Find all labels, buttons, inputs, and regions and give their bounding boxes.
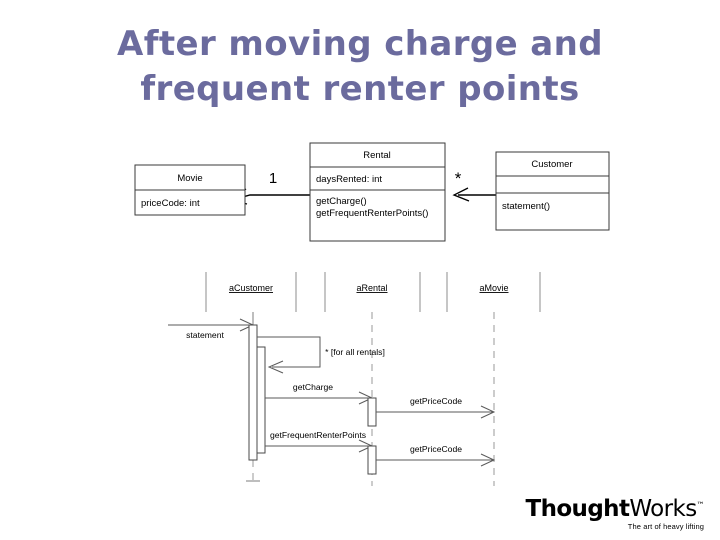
class-box-customer: Customer statement() [495, 151, 610, 231]
class-op-rental-0: getCharge() [316, 196, 367, 207]
thoughtworks-logo: ThoughtWorks™ The art of heavy lifting [525, 495, 705, 531]
message-label-for-all-rentals: * [for all rentals] [325, 347, 385, 357]
message-label-getpricecode-1: getPriceCode [410, 396, 462, 406]
lifeline-head-amovie: aMovie [446, 272, 541, 312]
message-getpricecode-1: getPriceCode [376, 396, 496, 419]
class-op-rental-1: getFrequentRenterPoints() [316, 208, 428, 219]
logo-word-works: Works [629, 495, 697, 522]
association-customer-rental: * [452, 169, 496, 202]
class-attr-rental-0: daysRented: int [316, 174, 382, 185]
sequence-diagram: aCustomer aRental aMovie statement [168, 272, 541, 486]
class-attr-movie-0: priceCode: int [141, 198, 200, 209]
class-name-customer: Customer [531, 159, 572, 170]
logo-trademark-icon: ™ [696, 499, 705, 509]
activation-arental-getfrp [367, 445, 377, 475]
logo-tagline: The art of heavy lifting [627, 521, 704, 531]
message-label-getfrequentrenterpoints: getFrequentRenterPoints [270, 430, 366, 440]
message-getcharge: getCharge [265, 382, 374, 405]
message-getfrequentrenterpoints: getFrequentRenterPoints [265, 430, 374, 453]
message-label-statement: statement [186, 330, 224, 340]
message-getpricecode-2: getPriceCode [376, 444, 496, 467]
page-title-line-2: frequent renter points [140, 68, 580, 109]
activation-acustomer-inner [256, 346, 266, 454]
class-name-movie: Movie [177, 173, 202, 184]
lifeline-label-arental: aRental [356, 283, 387, 293]
page-title-line-1: After moving charge and [117, 24, 603, 64]
message-for-all-rentals: * [for all rentals] [257, 336, 385, 374]
logo-wordmark: ThoughtWorks™ [525, 495, 705, 522]
activation-acustomer-outer [248, 324, 258, 461]
class-box-rental: Rental daysRented: int getCharge() getFr… [309, 142, 446, 242]
lifeline-label-acustomer: aCustomer [229, 283, 273, 293]
multiplicity-many: * [455, 169, 462, 188]
class-name-rental: Rental [363, 150, 390, 161]
class-box-movie: Movie priceCode: int [134, 164, 246, 216]
lifeline-head-arental: aRental [324, 272, 421, 312]
activation-arental-getcharge [367, 397, 377, 427]
class-diagram: 1 * Movie priceCode: int Rental daysRent… [134, 142, 610, 242]
message-statement: statement [168, 318, 255, 340]
lifeline-label-amovie: aMovie [479, 283, 508, 293]
lifeline-head-acustomer: aCustomer [205, 272, 297, 312]
logo-word-thought: Thought [525, 495, 630, 522]
class-op-customer-0: statement() [502, 201, 550, 212]
page-title: After moving charge and frequent renter … [0, 22, 720, 112]
message-label-getcharge: getCharge [293, 382, 333, 392]
multiplicity-one: 1 [269, 170, 277, 187]
message-label-getpricecode-2: getPriceCode [410, 444, 462, 454]
